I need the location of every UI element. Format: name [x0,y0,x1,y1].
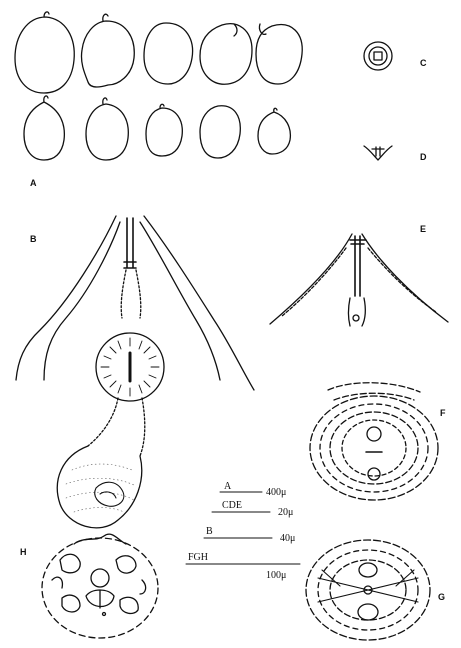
egg-outline [86,98,128,160]
panel-b-anterior [16,216,254,528]
head-inner-right [368,248,436,312]
egg-outline [15,12,74,93]
scale-bar-cde-value: 20μ [278,507,293,518]
ring-outer [364,42,392,70]
panel-label-d: D [420,152,427,162]
panel-f-perineal [310,383,438,500]
egg-outline [81,14,134,87]
panel-label-f: F [440,408,446,418]
nerve-ring [95,482,124,506]
head-outline-right [362,234,448,322]
anus-lower [358,604,378,620]
vulva-upper [367,427,381,441]
panel-c-ring [364,42,392,70]
pattern-wavy-top [74,534,126,544]
egg-outline [200,106,240,158]
pattern-striae-1 [320,404,428,492]
head-oesophagus [349,298,366,326]
panel-e-head [270,234,448,326]
egg-outline [146,104,182,156]
panel-a-eggs [15,12,302,160]
head-outline-left [270,234,352,324]
tip-outline [364,146,392,160]
panel-label-g: G [438,592,445,602]
body-wall-inner-right [140,222,220,380]
scale-bar-a-label: A [224,481,232,492]
egg-outline [258,108,290,154]
panel-label-b: B [30,234,37,244]
head-nucleus [353,315,359,321]
panel-label-e: E [420,224,426,234]
egg-outline [256,24,302,84]
pattern-cells [52,554,146,613]
pattern-striae-2 [330,412,418,484]
scale-bar-a: A 400μ [220,481,286,498]
panel-label-c: C [420,58,427,68]
scale-bar-fgh: FGH 100μ [186,552,300,581]
scale-bar-cde-label: CDE [222,500,242,511]
scale-bar-b-label: B [206,526,213,537]
egg-outline [200,24,252,84]
panel-label-a: A [30,178,37,188]
scale-bar-fgh-label: FGH [188,552,208,563]
head-stylet [350,236,366,296]
panel-label-h: H [20,547,27,557]
anus-lower [86,590,114,608]
egg-outline [144,23,193,84]
ring-inner [369,47,387,65]
scale-bars: A 400μ CDE 20μ B 40μ FGH 100μ [186,481,300,581]
pattern-outer [42,538,158,638]
isthmus [88,398,145,456]
dot [103,613,106,616]
ring-pore [374,52,382,60]
panel-d-tip [364,146,392,160]
stylet [124,218,136,268]
vulva-upper [91,569,109,587]
egg-outline [24,96,64,160]
scale-bar-cde: CDE 20μ [212,500,293,518]
oesophagus [121,270,141,318]
pattern-striae-top [328,383,420,400]
scale-bar-a-value: 400μ [266,487,286,498]
anus-lower [368,468,380,480]
glandular-bulb [57,446,141,528]
vulva-upper [359,563,377,577]
body-wall-inner-left [44,222,120,380]
body-wall-outer-right [144,216,254,390]
gland-stipple [66,464,136,512]
scale-bar-b-value: 40μ [280,533,295,544]
panel-h-perineal [42,534,158,638]
scale-bar-b: B 40μ [204,526,295,544]
scale-bar-fgh-value: 100μ [266,570,286,581]
panel-g-perineal [306,540,430,640]
